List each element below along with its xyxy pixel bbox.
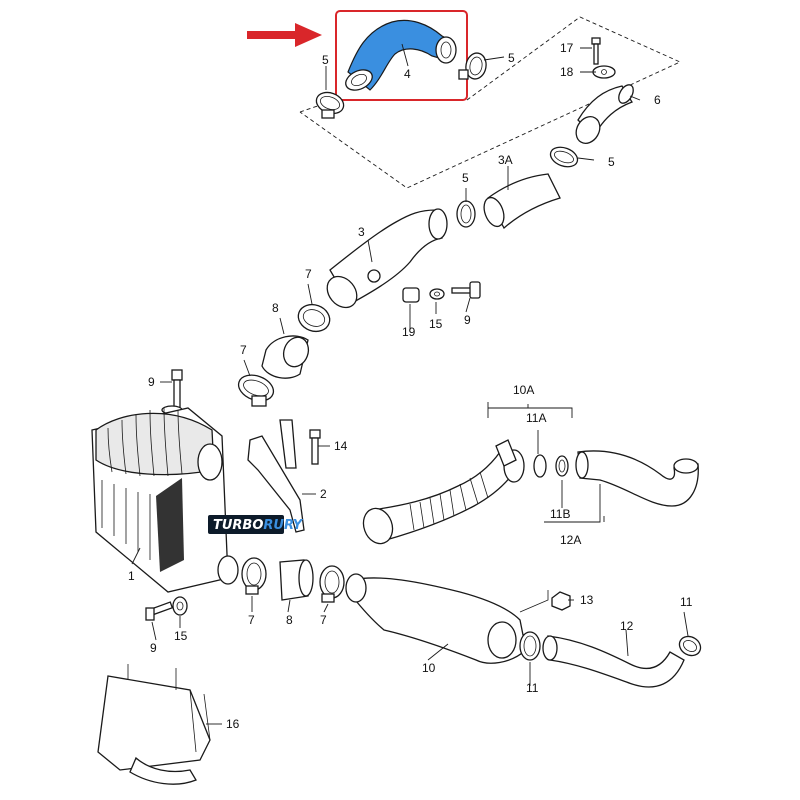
bolt-part-14[interactable]: [309, 429, 321, 465]
callout-5: 5: [462, 171, 469, 185]
callout-5: 5: [508, 51, 515, 65]
clamp-part-5-left[interactable]: [313, 89, 346, 119]
callout-8: 8: [286, 613, 293, 627]
sleeve-part-8-lower[interactable]: [279, 559, 314, 601]
callout-2: 2: [320, 487, 327, 501]
callout-11: 11: [680, 595, 693, 609]
callout-9: 9: [464, 313, 471, 327]
clamp-part-7-upper[interactable]: [295, 300, 334, 335]
callout-9: 9: [150, 641, 157, 655]
intercooler-part-1[interactable]: [91, 407, 239, 593]
clamp-part-7-mid[interactable]: [235, 371, 277, 407]
washer-part-15-lower[interactable]: [172, 596, 188, 616]
washer-part-15-top[interactable]: [429, 288, 445, 300]
duct-part-16[interactable]: [97, 664, 211, 785]
nut-part-19[interactable]: [402, 287, 420, 303]
callout-7: 7: [248, 613, 255, 627]
nut-part-13[interactable]: [551, 591, 571, 611]
clamp-part-11-lower[interactable]: [519, 631, 541, 661]
sleeve-part-8-upper[interactable]: [261, 334, 312, 379]
clamp-part-11-right[interactable]: [676, 633, 704, 660]
clamp-part-5-mid[interactable]: [548, 144, 580, 170]
hose-part-12[interactable]: [542, 635, 685, 688]
callout-7: 7: [320, 613, 327, 627]
bolt-part-9-lower[interactable]: [145, 601, 174, 621]
clamp-part-7-lower-right[interactable]: [319, 565, 345, 603]
callout-3: 3: [358, 225, 365, 239]
pipe-part-3[interactable]: [321, 208, 448, 313]
clamp-part-7-lower-left[interactable]: [241, 557, 267, 595]
clamp-part-5-right[interactable]: [458, 51, 488, 80]
bolt-part-9-top[interactable]: [451, 281, 481, 299]
callout-17: 17: [560, 41, 574, 55]
hose-part-4[interactable]: [343, 19, 457, 94]
callout-11: 11: [526, 681, 539, 695]
pipe-part-10a[interactable]: [359, 439, 525, 548]
hose-part-12a[interactable]: [575, 450, 699, 507]
ring-part-11b[interactable]: [555, 455, 569, 477]
callout-18: 18: [560, 65, 574, 79]
callout-1: 1: [128, 569, 135, 583]
callout-4: 4: [404, 67, 411, 81]
callout-6: 6: [654, 93, 661, 107]
clamp-part-5-lower[interactable]: [456, 200, 476, 228]
red-arrow-icon: [247, 23, 322, 47]
callout-12: 12: [620, 619, 634, 633]
callout-7: 7: [240, 343, 247, 357]
pipe-part-10[interactable]: [345, 573, 549, 664]
hose-part-3a[interactable]: [480, 173, 561, 230]
bracket-part-2[interactable]: [247, 419, 305, 533]
watermark-logo: TURBORURY: [208, 515, 304, 534]
callout-labels: 5 4 5 17 18 6 5 3A 5 3 7 8 19 15 9 7 9 1…: [128, 41, 693, 731]
callout-5: 5: [322, 53, 329, 67]
callout-11a: 11A: [526, 411, 546, 425]
callout-9: 9: [148, 375, 155, 389]
callout-7: 7: [305, 267, 312, 281]
hose-part-6[interactable]: [571, 82, 636, 147]
bracket-part-18[interactable]: [592, 65, 616, 79]
highlight-box: [335, 10, 468, 101]
bolt-part-9-intercooler[interactable]: [161, 369, 183, 415]
callout-3a: 3A: [498, 153, 513, 167]
leader-lines: [131, 43, 689, 725]
callout-8: 8: [272, 301, 279, 315]
callout-15: 15: [429, 317, 443, 331]
watermark-text: TURBORURY: [213, 518, 304, 533]
callout-10a: 10A: [513, 383, 534, 397]
callout-19: 19: [402, 325, 416, 339]
callout-16: 16: [226, 717, 240, 731]
ring-part-11a[interactable]: [533, 454, 547, 478]
callout-5: 5: [608, 155, 615, 169]
callout-15: 15: [174, 629, 188, 643]
callout-11b: 11B: [550, 507, 570, 521]
callout-14: 14: [334, 439, 348, 453]
bolt-part-17[interactable]: [591, 37, 601, 65]
callout-13: 13: [580, 593, 594, 607]
callout-10: 10: [422, 661, 436, 675]
callout-12a: 12A: [560, 533, 581, 547]
